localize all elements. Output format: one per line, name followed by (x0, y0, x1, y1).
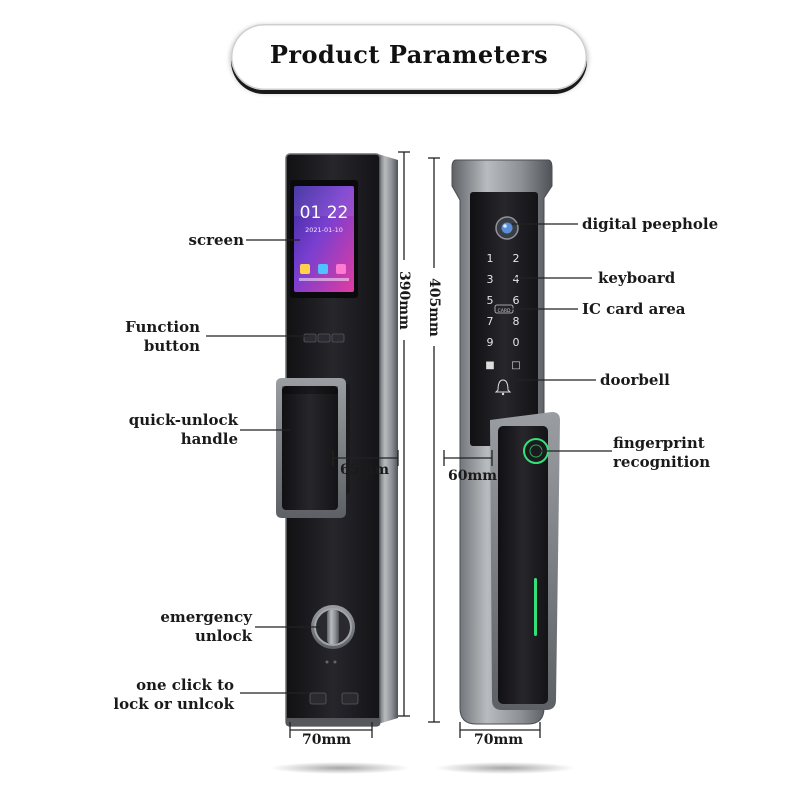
callout-fingerprint-line2: recognition (613, 453, 711, 471)
title-banner: Product Parameters (231, 24, 587, 90)
dim-front-depth: 65mm (340, 462, 390, 478)
quick-unlock-handle[interactable] (276, 378, 350, 518)
keypad-key-9[interactable]: 9 (487, 336, 494, 349)
sensor-dot (333, 660, 337, 664)
app-icon (318, 264, 328, 274)
unlock-icon: □ (511, 360, 520, 371)
callout-function-button-line2: button (143, 337, 200, 355)
callout-lines (206, 223, 612, 694)
dim-front-width: 70mm (302, 732, 352, 748)
keypad[interactable]: 1 2 3 4 5 6 7 8 9 0 (487, 252, 520, 349)
keypad-key-2[interactable]: 2 (513, 252, 520, 265)
callout-oneclick-line2: lock or unlcok (113, 695, 234, 713)
function-button[interactable] (317, 333, 331, 343)
callout-peephole: digital peephole (582, 215, 719, 233)
callout-doorbell: doorbell (600, 371, 670, 389)
screen-time: 01 22 (300, 203, 349, 223)
callout-keyboard: keyboard (598, 269, 676, 287)
digital-peephole (495, 216, 519, 240)
emergency-unlock-knob[interactable] (311, 605, 355, 649)
keypad-key-5[interactable]: 5 (487, 294, 494, 307)
function-button[interactable] (331, 333, 345, 343)
function-button[interactable] (303, 333, 317, 343)
fingerprint-handle[interactable] (490, 412, 560, 710)
keypad-key-3[interactable]: 3 (487, 273, 494, 286)
dim-back-width: 70mm (474, 732, 524, 748)
dim-back-depth: 60mm (448, 468, 498, 484)
dim-front-height: 390mm (396, 271, 412, 330)
callout-oneclick-line1: one click to (136, 676, 234, 694)
dim-back-height: 405mm (426, 278, 442, 337)
callout-function-button-line1: Function (125, 318, 200, 336)
keypad-key-6[interactable]: 6 (513, 294, 520, 307)
indicator-light (534, 578, 537, 636)
lock-icon: ■ (485, 360, 494, 371)
callout-fingerprint-line1: fingerprint (613, 434, 705, 452)
keypad-key-1[interactable]: 1 (487, 252, 494, 265)
page-title: Product Parameters (269, 40, 549, 69)
one-click-unlock-button[interactable] (341, 692, 359, 705)
callout-emergency-line1: emergency (160, 608, 252, 626)
screen-date: 2021-01-10 (305, 226, 343, 234)
keypad-key-0[interactable]: 0 (513, 336, 520, 349)
keypad-key-4[interactable]: 4 (513, 273, 520, 286)
callout-handle-line1: quick-unlock (128, 411, 238, 429)
dimension-lines (289, 151, 541, 738)
back-lock-shadow (435, 762, 575, 774)
one-click-lock-button[interactable] (309, 692, 327, 705)
back-lock: 1 2 3 4 5 6 7 8 9 0 ■ □ (451, 159, 560, 725)
front-lock-shadow (270, 762, 410, 774)
app-icon (300, 264, 310, 274)
keypad-key-7[interactable]: 7 (487, 315, 494, 328)
sensor-dot (325, 660, 329, 664)
callout-ic-card: IC card area (582, 300, 686, 318)
front-lock (276, 153, 398, 727)
callout-emergency-line2: unlock (194, 627, 252, 645)
callout-handle-line2: handle (180, 430, 238, 448)
callout-screen: screen (188, 231, 244, 249)
keypad-key-8[interactable]: 8 (513, 315, 520, 328)
doorbell-icon[interactable] (494, 379, 512, 393)
card-label: CARD (498, 308, 511, 314)
app-icon (336, 264, 346, 274)
